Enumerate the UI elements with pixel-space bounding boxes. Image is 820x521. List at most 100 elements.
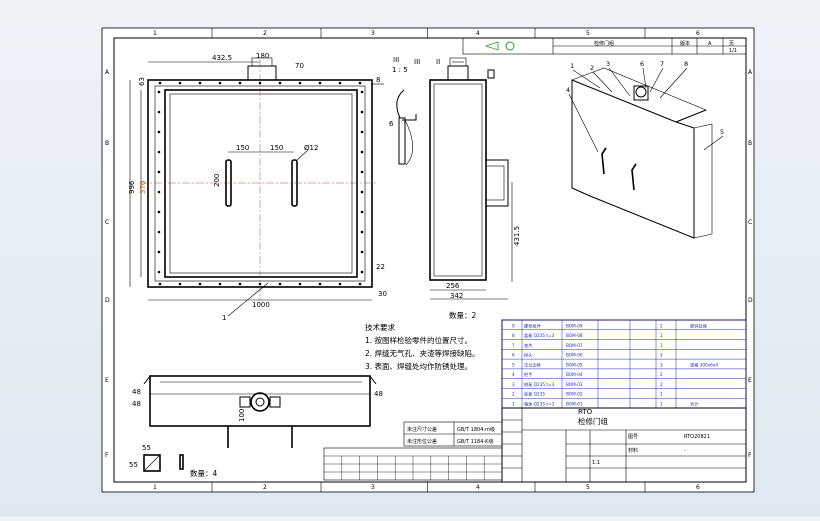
sheet-border xyxy=(113,37,747,483)
bom-cell: 6 xyxy=(512,353,515,358)
std-label-2: 未注形位公差 xyxy=(407,438,437,445)
bolt-hole xyxy=(218,81,222,85)
bom-cell: 1 xyxy=(660,362,663,367)
iso-balloon-7: 7 xyxy=(660,60,664,68)
bolt-hole xyxy=(360,110,364,114)
iso-balloon-8: 8 xyxy=(684,60,688,68)
detail-label: III xyxy=(393,56,399,64)
iso-leader xyxy=(608,67,631,97)
bolt-hole xyxy=(338,282,342,286)
bottom-view: 48 48 48 100 xyxy=(132,375,383,448)
bolt-hole xyxy=(157,230,161,234)
bolt-hole xyxy=(360,270,364,274)
sheet-paper xyxy=(101,27,755,493)
title-drawing-no: RTO20821 xyxy=(684,434,710,440)
bolt-hole xyxy=(360,210,364,214)
bom-cell: BOM-06 xyxy=(566,353,583,358)
iso-leader xyxy=(572,69,601,89)
bolt-hole xyxy=(238,81,242,85)
zone-row-left-D: D xyxy=(105,297,110,304)
zone-col-bottom-2: 2 xyxy=(263,484,267,491)
bolt-hole xyxy=(157,190,161,194)
detail-balloon: 6 xyxy=(389,120,394,128)
zone-row-right-F: F xyxy=(748,452,752,459)
bom-cell: 底板 Q235 xyxy=(524,391,545,398)
header-title: 检修门组 xyxy=(594,40,614,47)
bolt-hole xyxy=(157,270,161,274)
bom-cell: 1 xyxy=(512,402,515,407)
dim-small-b: 55 xyxy=(129,461,138,469)
zone-row-left-E: E xyxy=(105,377,109,384)
bolt-hole xyxy=(157,170,161,174)
tech-item-1: 1. 按图样检验零件的位置尺寸。 xyxy=(365,335,472,345)
small-part: 55 55 数量：4 xyxy=(129,444,217,478)
bom-cell: BOM-09 xyxy=(566,323,583,328)
zone-row-right-D: D xyxy=(748,297,753,304)
bom-cell: 1 xyxy=(660,402,663,407)
bom-cell: 侧板 Q235 t=3 xyxy=(524,381,554,388)
bom-cell: BOM-07 xyxy=(566,343,583,348)
dim-top-offset: 432.5 xyxy=(212,54,232,62)
std-value-2: GB/T 1184-K级 xyxy=(457,438,493,445)
header-block: 检修门组 版本 A 页 1/1 xyxy=(462,37,747,55)
title-scale: 1:1 xyxy=(592,460,600,466)
bolt-hole xyxy=(298,282,302,286)
zone-col-top-6: 6 xyxy=(696,30,700,37)
bolt-hole xyxy=(198,81,202,85)
std-label-1: 未注尺寸公差 xyxy=(407,426,437,433)
small-quantity: 数量：4 xyxy=(190,468,217,478)
zone-row-right-E: E xyxy=(748,377,752,384)
side-mark-ii: II xyxy=(436,58,440,66)
iso-leader xyxy=(592,71,613,93)
dim-right-30: 30 xyxy=(378,290,387,298)
zone-col-top-1: 1 xyxy=(153,30,157,37)
dim-right-22: 22 xyxy=(376,263,385,271)
dim-small-a: 55 xyxy=(142,444,151,452)
bom-cell: BOM-03 xyxy=(566,382,583,387)
zone-row-left-B: B xyxy=(105,140,109,147)
iso-balloon-1: 1 xyxy=(570,62,574,70)
bolt-hole xyxy=(157,150,161,154)
bolt-hole xyxy=(258,81,262,85)
iso-leader xyxy=(649,67,664,93)
balloon-1: 1 xyxy=(222,314,226,322)
dim-side-depth-inner: 256 xyxy=(446,282,460,290)
bolt-hole xyxy=(178,81,182,85)
dim-bottom-right: 48 xyxy=(374,390,383,398)
zone-row-left-C: C xyxy=(105,219,109,226)
bom-cell: BOM-05 xyxy=(566,362,583,367)
bolt-hole xyxy=(298,81,302,85)
bolt-hole xyxy=(157,110,161,114)
bolt-hole xyxy=(360,230,364,234)
bom-cell: 接头 xyxy=(524,352,532,359)
bom-cell: 1 xyxy=(660,343,663,348)
zone-row-right-C: C xyxy=(748,219,752,226)
balloon-8: 8 xyxy=(376,76,380,84)
dim-slot-spacing-right: 150 xyxy=(270,144,283,152)
dim-bottom-left2: 48 xyxy=(132,400,141,408)
bom-cell: BOM-01 xyxy=(566,402,583,407)
bolt-hole xyxy=(178,282,182,286)
bolt-hole xyxy=(360,90,364,94)
title-name: 检修门组 xyxy=(578,416,608,426)
bolt-hole xyxy=(238,282,242,286)
iso-balloon-3: 3 xyxy=(606,60,610,68)
header-page-value: 1/1 xyxy=(729,48,737,54)
bom-cell: BOM-02 xyxy=(566,392,583,397)
detail-view-iii: III 1 : 5 6 xyxy=(389,56,417,166)
tech-title: 技术要求 xyxy=(365,322,395,332)
bom-cell: 2 xyxy=(512,392,515,397)
header-rev-value: A xyxy=(708,41,712,47)
iso-leader xyxy=(568,93,599,153)
dim-top-right: 70 xyxy=(295,62,304,70)
tech-requirements: 技术要求 1. 按图样检验零件的位置尺寸。 2. 焊缝无气孔、夹渣等焊接缺陷。 … xyxy=(365,322,480,371)
bolt-hole xyxy=(360,190,364,194)
bom-cell: 4 xyxy=(512,372,515,377)
bom-cell: 箱体 Q235 t=3 xyxy=(524,401,554,408)
bolt-hole xyxy=(157,130,161,134)
bom-cell: 把手 xyxy=(524,371,532,378)
